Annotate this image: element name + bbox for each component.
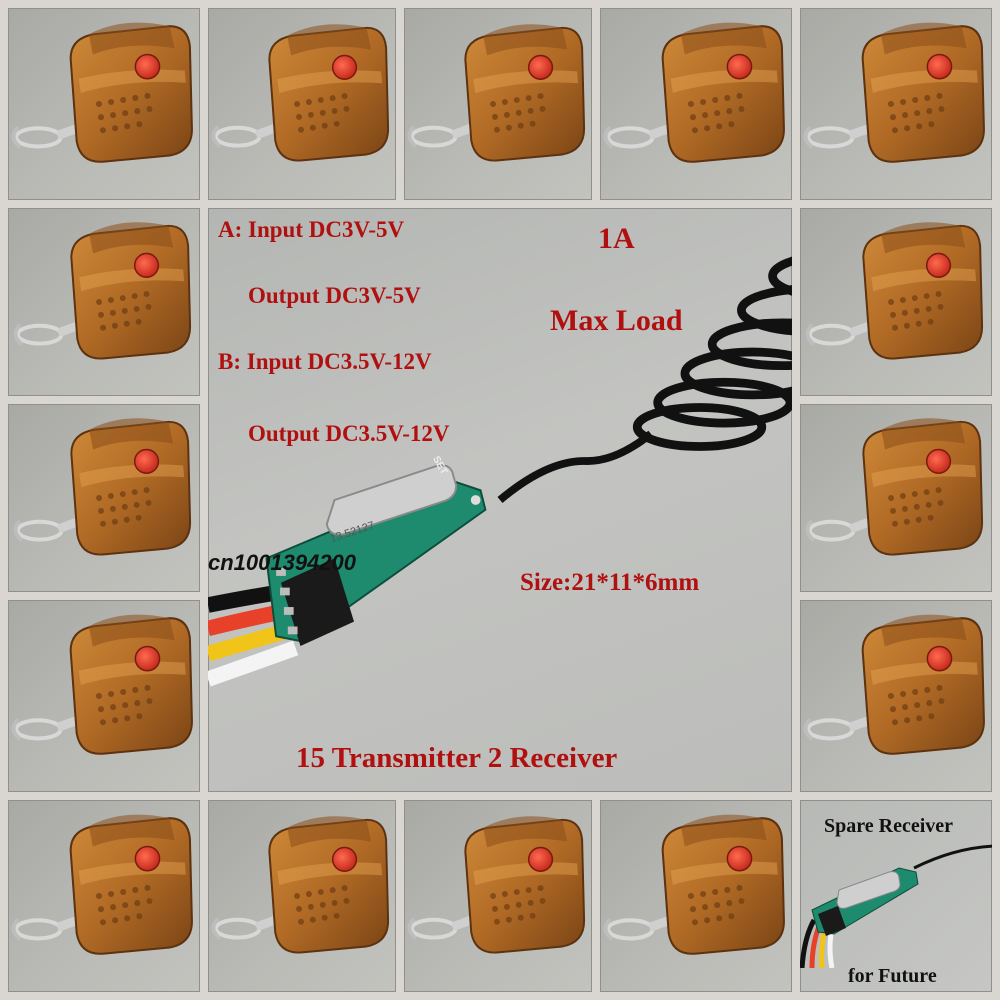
transmitter-tile: [800, 208, 992, 396]
watermark: cn1001394200: [208, 550, 357, 575]
transmitter-tile: [800, 8, 992, 200]
transmitter-tile: [800, 404, 992, 592]
spare-receiver-label: Spare Receiver: [824, 815, 954, 837]
remote-key-fob-icon: [800, 8, 992, 200]
remote-key-fob-icon: [600, 800, 792, 992]
max-load-label: Max Load: [550, 304, 683, 337]
remote-key-fob-icon: [208, 8, 396, 200]
for-future-label: for Future: [848, 965, 937, 987]
size-label: Size:21*11*6mm: [520, 569, 700, 596]
current-rating: 1A: [598, 222, 635, 255]
remote-key-fob-icon: [8, 8, 200, 200]
spec-a-input: A: Input DC3V-5V: [218, 217, 405, 242]
remote-key-fob-icon: [800, 208, 992, 396]
remote-key-fob-icon: [404, 8, 592, 200]
remote-key-fob-icon: [208, 800, 396, 992]
remote-key-fob-icon: [8, 600, 200, 792]
transmitter-tile: [8, 600, 200, 792]
remote-key-fob-icon: [600, 8, 792, 200]
remote-key-fob-icon: [8, 208, 200, 396]
transmitter-tile: [404, 8, 592, 200]
transmitter-tile: [600, 800, 792, 992]
main-product-panel: A: Input DC3V-5V Output DC3V-5V B: Input…: [208, 208, 792, 792]
transmitter-tile: [600, 8, 792, 200]
remote-key-fob-icon: [8, 404, 200, 592]
remote-key-fob-icon: [404, 800, 592, 992]
transmitter-tile: [8, 8, 200, 200]
transmitter-tile: [8, 208, 200, 396]
spec-a-output: Output DC3V-5V: [248, 283, 421, 308]
remote-key-fob-icon: [800, 600, 992, 792]
transmitter-tile: [8, 404, 200, 592]
receiver-module-icon: [800, 828, 992, 968]
transmitter-tile: [8, 800, 200, 992]
transmitter-tile: [208, 800, 396, 992]
spare-receiver-tile: Spare Receiver for Future: [800, 800, 992, 992]
remote-key-fob-icon: [8, 800, 200, 992]
transmitter-tile: [208, 8, 396, 200]
summary-label: 15 Transmitter 2 Receiver: [296, 742, 618, 774]
remote-key-fob-icon: [800, 404, 992, 592]
spec-b-output: Output DC3.5V-12V: [248, 421, 450, 446]
spec-b-input: B: Input DC3.5V-12V: [218, 349, 432, 374]
transmitter-tile: [800, 600, 992, 792]
transmitter-tile: [404, 800, 592, 992]
